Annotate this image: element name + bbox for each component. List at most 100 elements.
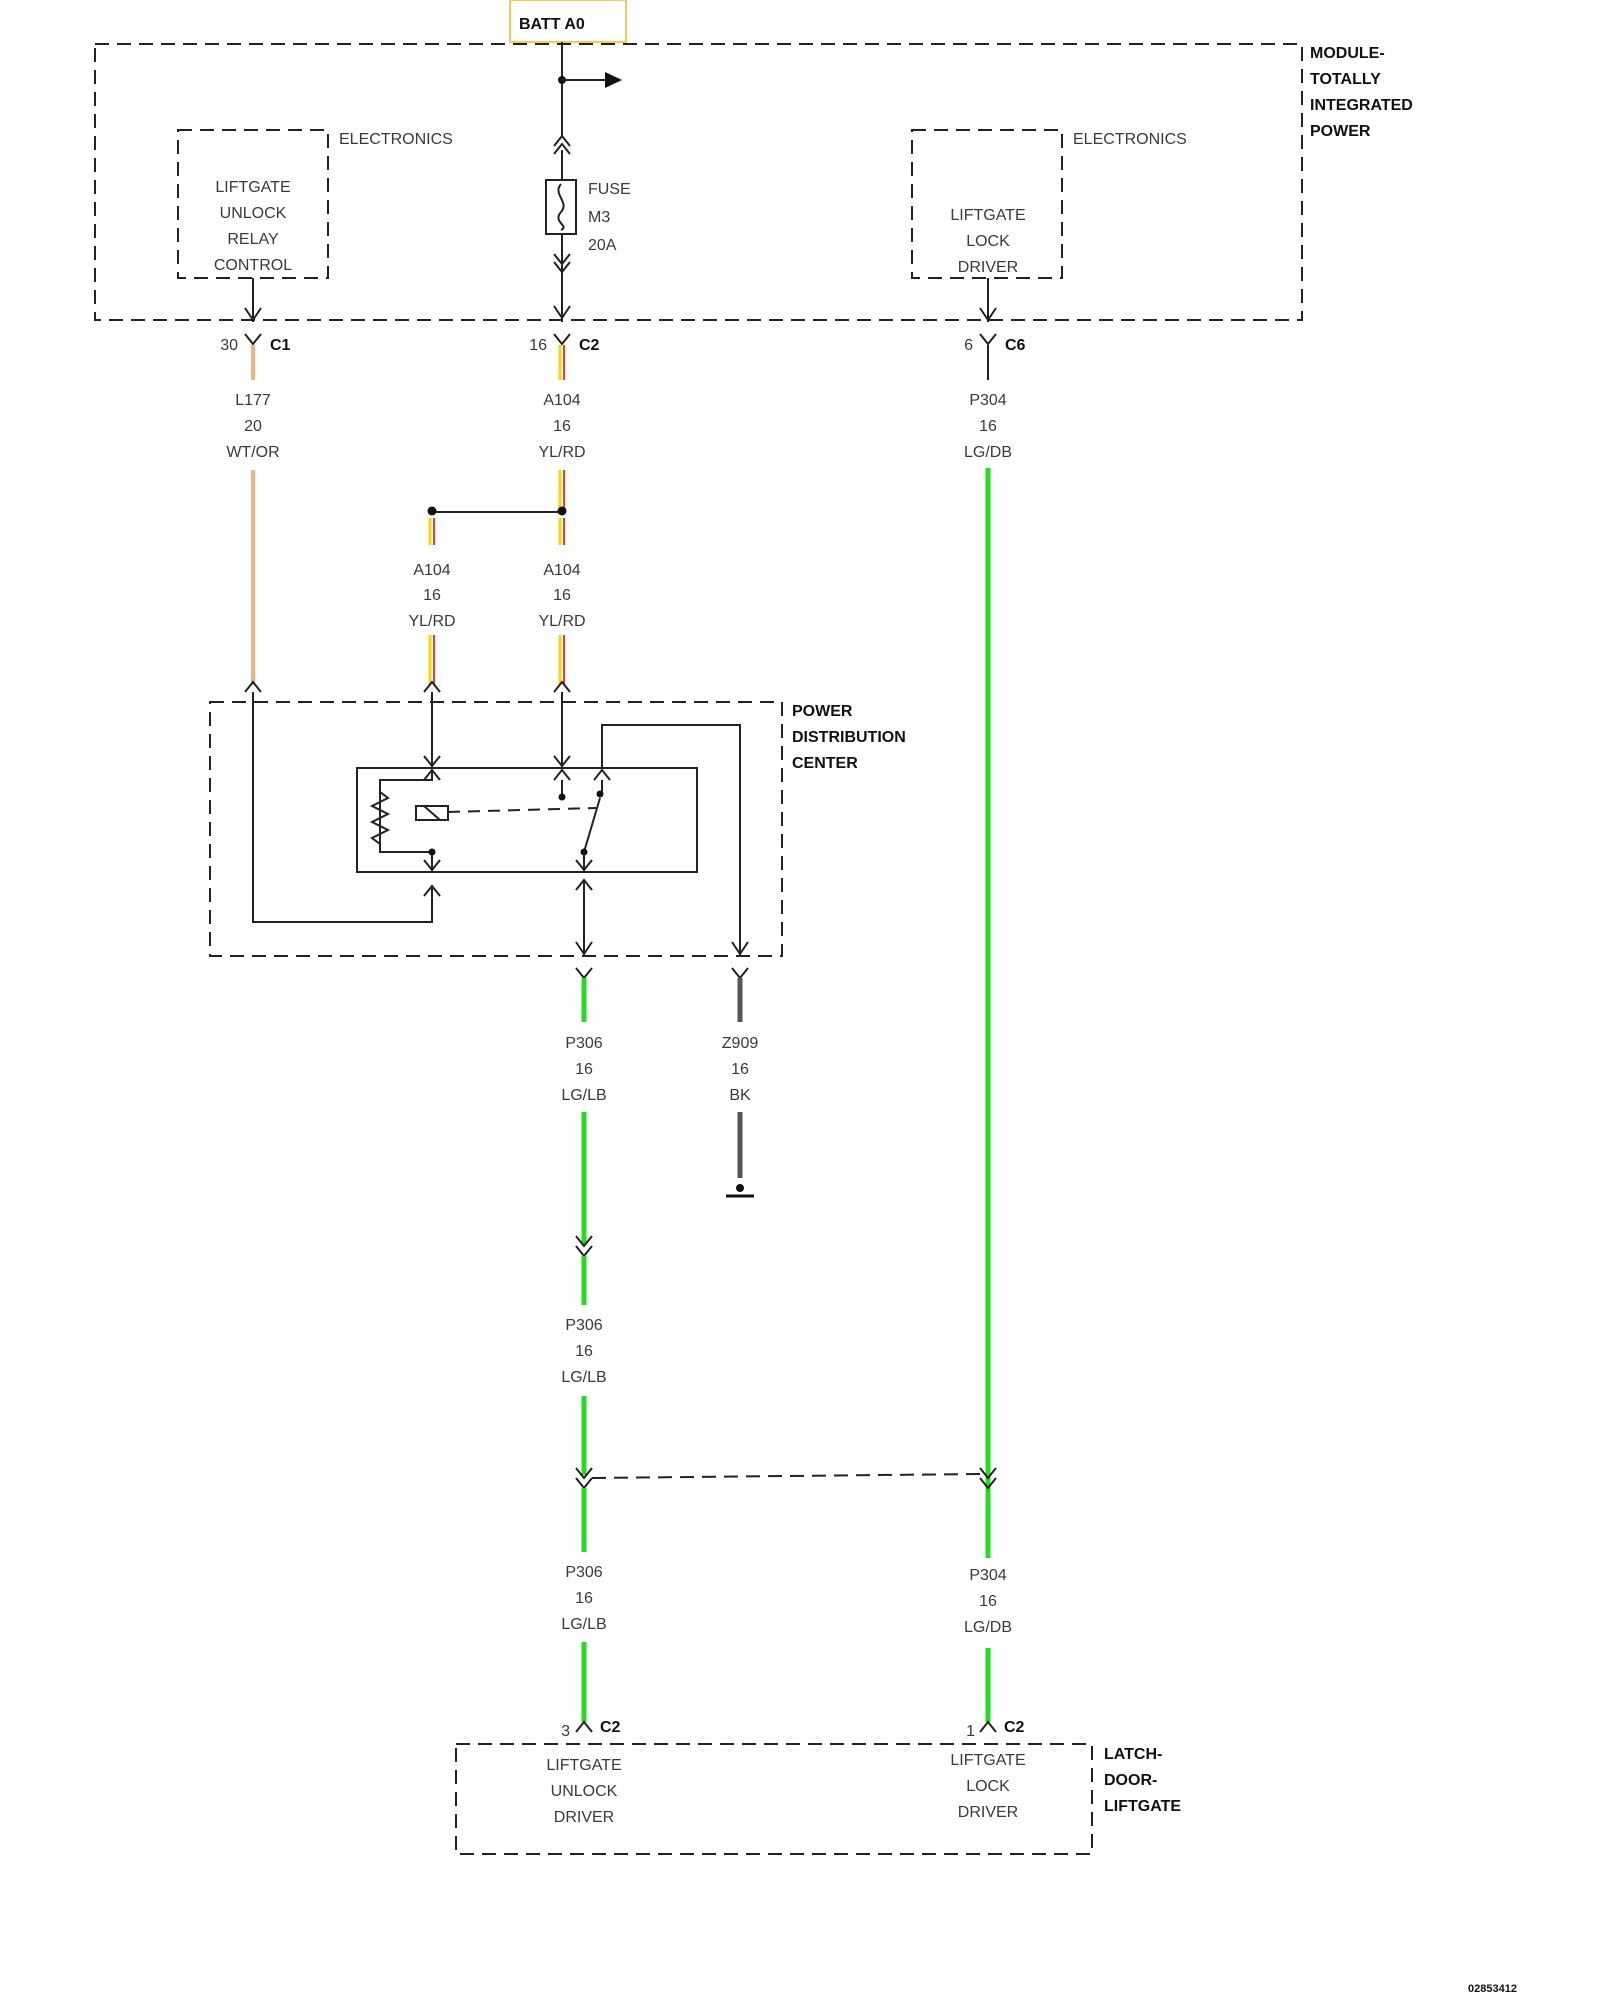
latch-title-1: LATCH- [1104,1746,1162,1763]
p306-connector-icon [575,967,593,980]
relay-coil-bottom-arrow-icon [423,859,441,872]
pdc-a104-right-arrow-icon [553,755,571,768]
pdc-z909-internal-wire [601,724,741,955]
lock-driver-3: DRIVER [958,259,1018,276]
c6-name: C6 [1005,337,1026,354]
fuse-m3-icon [545,179,577,235]
z909-connector-icon [731,967,749,980]
relay-coil-slash-icon [423,805,441,821]
batt-label-box [509,0,627,43]
latch-lock-driver-1: LIFTGATE [950,1752,1025,1769]
latch-unlock-driver-2: UNLOCK [551,1783,618,1800]
splice-dot-left [427,506,437,516]
latch-c2-unlock-connector-icon [575,1720,593,1733]
wire-p304-bottom-gauge: 16 [979,1593,997,1610]
wire-p306-a-color: LG/LB [561,1087,606,1104]
latch-lock-driver-3: DRIVER [958,1804,1018,1821]
tipm-title-1: MODULE- [1310,45,1385,62]
pdc-l177-loop [252,692,433,923]
wire-p306-c-gauge: 16 [575,1590,593,1607]
relay-switch-top-connector-icon [553,768,571,781]
unlock-relay-control-1: LIFTGATE [215,179,290,196]
wire-p306-b-gauge: 16 [575,1343,593,1360]
latch-title-2: DOOR- [1104,1772,1157,1789]
wire-a104-top-gauge: 16 [553,418,571,435]
unlock-relay-control-2: UNLOCK [220,205,287,222]
electronics-left-label: ELECTRONICS [339,131,453,148]
relay-armature-link [447,807,597,813]
wire-p304-bottom-color: LG/DB [964,1619,1012,1636]
relay-switch-nc-connector-icon [593,768,611,781]
wire-p306-b-color: LG/LB [561,1369,606,1386]
relay-no-contact [558,793,566,801]
wire-z909-color: BK [729,1087,751,1104]
pdc-a104-left-arrow-icon [423,755,441,768]
c1-name: C1 [270,337,291,354]
fuse-top-chevron-icon [553,142,571,155]
wire-a104-right-gauge: 16 [553,587,571,604]
wire-p306-a-gauge: 16 [575,1061,593,1078]
wire-a104-right-color: YL/RD [538,613,585,630]
wire-z909-circuit: Z909 [722,1035,759,1052]
fuse-bottom-chevron-icon [553,261,571,274]
wire-a104-left-circuit: A104 [413,562,450,579]
c6-connector-icon [979,333,997,346]
c6-pin: 6 [964,337,973,354]
electronics-right-box [911,129,1063,279]
wire-a104-right-circuit: A104 [543,562,580,579]
latch-unlock-driver-3: DRIVER [554,1809,614,1826]
pdc-title-3: CENTER [792,755,858,772]
wire-p304-bottom-circuit: P304 [969,1567,1006,1584]
wire-p306-b-circuit: P306 [565,1317,602,1334]
relay-coil-junction [428,848,436,856]
inline-connector-link [591,1473,981,1479]
latch-unlock-driver-1: LIFTGATE [546,1757,621,1774]
fuse-label-1: FUSE [588,181,631,198]
wire-p304-top-gauge: 16 [979,418,997,435]
c2-connector-icon [553,333,571,346]
latch-lock-driver-2: LOCK [966,1778,1010,1795]
pdc-z909-arrow-icon [731,941,749,956]
document-number: 02853412 [1468,1983,1517,1995]
inline-connector-3b-icon [979,1477,997,1490]
fuse-label-3: 20A [588,237,617,254]
c1-pin: 30 [220,337,238,354]
wire-l177-gauge: 20 [244,418,262,435]
wire-a104-top-color: YL/RD [538,444,585,461]
splice-dot-right [557,506,567,516]
ground-dot-icon [736,1184,744,1192]
c1-connector-icon [244,333,262,346]
tipm-title-4: POWER [1310,123,1371,140]
wire-a104-top-circuit: A104 [543,392,580,409]
relay-resistor-icon [369,791,391,845]
c1-arrow-icon [244,307,262,322]
lock-driver-2: LOCK [966,233,1010,250]
pdc-a104-right-connector-icon [553,680,571,693]
batt-branch-arrow-icon [605,72,622,88]
c2-pin: 16 [529,337,547,354]
wire-l177-circuit: L177 [235,392,271,409]
fuse-element-icon [557,183,565,231]
relay-common-bottom-arrow-icon [575,859,593,872]
electronics-left-box [177,129,329,279]
pdc-title-2: DISTRIBUTION [792,729,906,746]
latch-c2-lock-connector-icon [979,1720,997,1733]
lock-driver-1: LIFTGATE [950,207,1025,224]
wire-p306-a-circuit: P306 [565,1035,602,1052]
wire-p306-c-color: LG/LB [561,1616,606,1633]
inline-connector-3-icon [979,1467,997,1480]
wire-a104-left-gauge: 16 [423,587,441,604]
relay-nc-contact [596,790,604,798]
latch-c2-unlock-name: C2 [600,1719,621,1736]
unlock-relay-control-3: RELAY [227,231,279,248]
inline-connector-1-icon [575,1235,593,1248]
pdc-relay-bottom-left-connector-icon [423,884,441,897]
wire-z909-gauge: 16 [731,1061,749,1078]
latch-c2-lock-pin: 1 [966,1723,975,1740]
pdc-p306-arrow-icon [575,941,593,956]
relay-switch-blade [583,797,601,853]
tipm-title-2: TOTALLY [1310,71,1381,88]
latch-c2-lock-name: C2 [1004,1719,1025,1736]
pdc-l177-connector-icon [244,680,262,693]
